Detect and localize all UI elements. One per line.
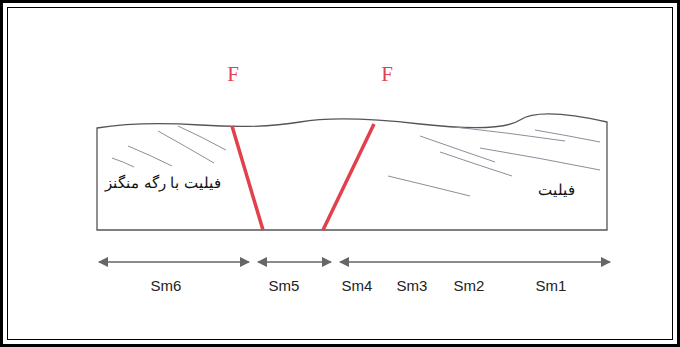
fault-label: F	[227, 63, 239, 86]
rock-label: فیلیت با رگه منگنز	[103, 174, 223, 193]
sample-label: Sm3	[397, 278, 428, 295]
inner-frame	[8, 8, 673, 340]
rock-label: فیلیت	[536, 181, 577, 200]
sample-label: Sm6	[151, 278, 182, 295]
sample-label: Sm4	[342, 278, 373, 295]
fault-label: F	[381, 63, 393, 86]
sample-label: Sm1	[536, 278, 567, 295]
rock-section	[97, 114, 607, 230]
sample-label: Sm2	[454, 278, 485, 295]
sample-label: Sm5	[269, 278, 300, 295]
sample-ranges	[99, 261, 610, 263]
fault-lines	[232, 124, 374, 230]
